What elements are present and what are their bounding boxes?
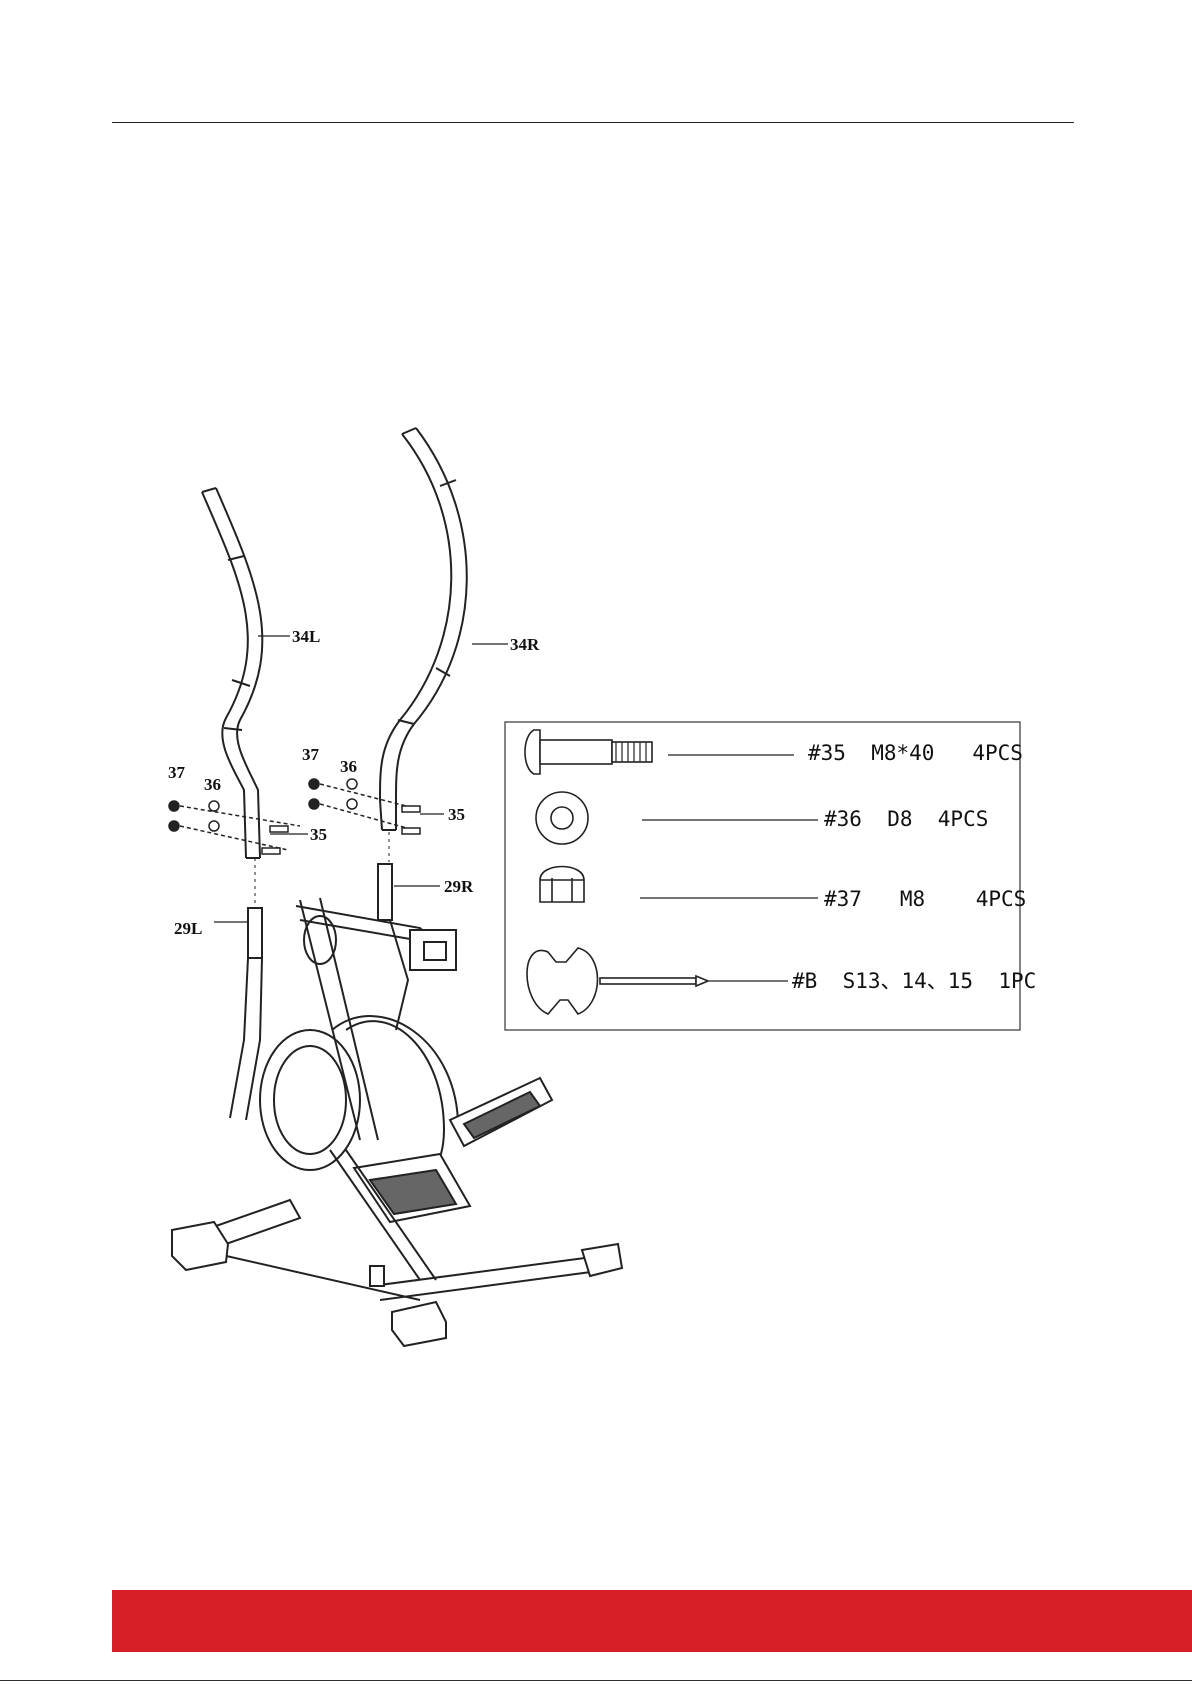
- cap-nut-icon: [540, 867, 584, 903]
- footer-rule: [0, 1680, 1192, 1681]
- washer-icon: [536, 792, 588, 844]
- callout-29R: 29R: [444, 877, 474, 896]
- callout-35-left: 35: [310, 825, 327, 844]
- callout-37-left: 37: [168, 763, 186, 782]
- callout-36-left: 36: [204, 775, 221, 794]
- callout-34L: 34L: [292, 627, 320, 646]
- hardware-list-box: #35 M8*40 4PCS #36 D8 4PCS #37 M8 4PCS #…: [505, 722, 1036, 1030]
- hardware-label-B: #B S13、14、15 1PC: [792, 969, 1036, 993]
- handlebar-34R: [380, 428, 467, 830]
- callout-35-right: 35: [448, 805, 465, 824]
- callout-29L: 29L: [174, 919, 202, 938]
- callout-36-right: 36: [340, 757, 357, 776]
- footer-bar: [112, 1590, 1192, 1652]
- hardware-label-35: #35 M8*40 4PCS: [808, 741, 1023, 765]
- left-hardware-exploded: [169, 801, 300, 854]
- callout-37-right: 37: [302, 745, 320, 764]
- callout-34R: 34R: [510, 635, 540, 654]
- hardware-label-37: #37 M8 4PCS: [824, 887, 1026, 911]
- hardware-label-36: #36 D8 4PCS: [824, 807, 988, 831]
